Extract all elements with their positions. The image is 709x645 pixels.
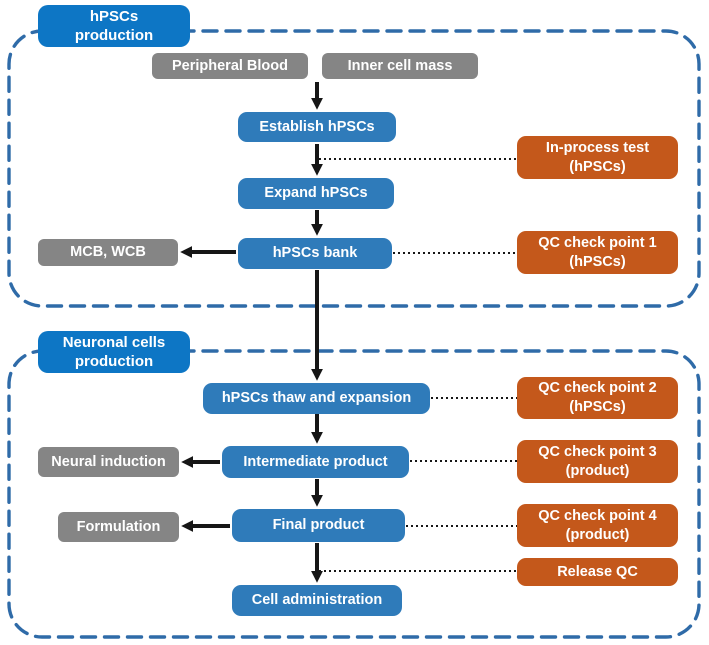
- node-hpscs-thaw-expansion: hPSCs thaw and expansion: [203, 383, 430, 414]
- node-qc-check-point-1: QC check point 1 (hPSCs): [517, 231, 678, 274]
- node-neural-induction: Neural induction: [38, 447, 179, 477]
- node-expand-hpscs: Expand hPSCs: [238, 178, 394, 209]
- node-peripheral-blood: Peripheral Blood: [152, 53, 308, 79]
- node-cell-administration: Cell administration: [232, 585, 402, 616]
- node-establish-hpscs: Establish hPSCs: [238, 112, 396, 142]
- node-inner-cell-mass: Inner cell mass: [322, 53, 478, 79]
- node-qc-check-point-2: QC check point 2 (hPSCs): [517, 377, 678, 419]
- node-intermediate-product: Intermediate product: [222, 446, 409, 478]
- section-label-neuronal-production: Neuronal cells production: [38, 331, 190, 373]
- node-qc-check-point-3: QC check point 3 (product): [517, 440, 678, 483]
- node-qc-check-point-4: QC check point 4 (product): [517, 504, 678, 547]
- node-release-qc: Release QC: [517, 558, 678, 586]
- section-border-neuronal-production: [7, 349, 701, 639]
- section-label-hpscs-production: hPSCs production: [38, 5, 190, 47]
- section-border-hpscs-production: [7, 29, 701, 308]
- node-formulation: Formulation: [58, 512, 179, 542]
- node-mcb-wcb: MCB, WCB: [38, 239, 178, 266]
- node-final-product: Final product: [232, 509, 405, 542]
- node-in-process-test: In-process test (hPSCs): [517, 136, 678, 179]
- node-hpscs-bank: hPSCs bank: [238, 238, 392, 269]
